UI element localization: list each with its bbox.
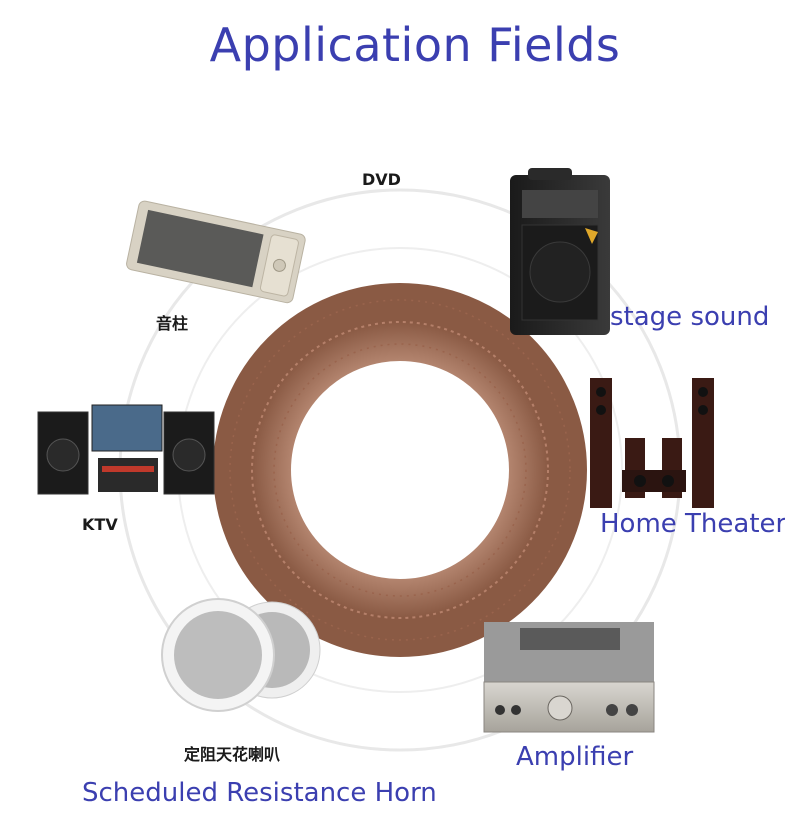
home-theater-image <box>590 378 714 508</box>
stage-sound-image <box>510 168 610 335</box>
label-home-theater: Home Theater <box>600 509 785 539</box>
label-ceiling-speaker: 定阻天花喇叭 <box>184 745 281 764</box>
label-ktv: KTV <box>82 515 118 534</box>
column-speaker-image <box>126 200 306 304</box>
amplifier-image <box>483 622 655 733</box>
label-amplifier: Amplifier <box>516 742 634 772</box>
label-scheduled-horn: Scheduled Resistance Horn <box>82 778 437 808</box>
ceiling-speaker-image <box>161 598 321 712</box>
label-column-speaker: 音柱 <box>156 314 189 333</box>
label-stage-sound: stage sound <box>610 302 770 332</box>
label-dvd: DVD <box>362 170 401 189</box>
ktv-image <box>37 404 215 495</box>
page-title: Application Fields <box>209 18 621 72</box>
speaker-cable-coil <box>213 283 587 657</box>
